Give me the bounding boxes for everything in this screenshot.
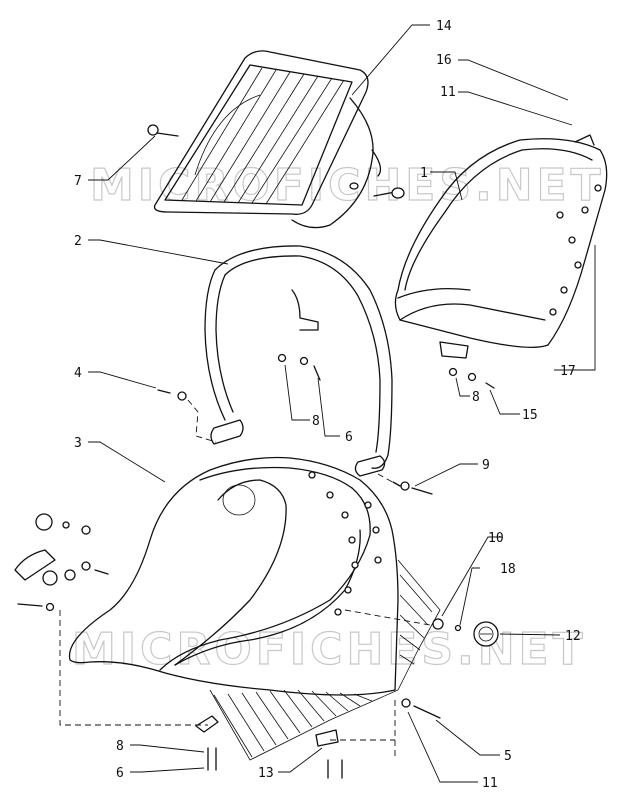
rack-bolt-part [373, 187, 405, 199]
callout-18: 18 [500, 562, 516, 577]
callout-3: 3 [74, 436, 82, 451]
callout-11-bottom: 11 [482, 776, 498, 791]
luggage-rack-part [153, 50, 382, 229]
callout-1: 1 [420, 166, 428, 181]
watermark-bottom: MICROFICHES.NET [72, 624, 587, 675]
callout-8-middle: 8 [312, 414, 320, 429]
assembly-guide-lines [59, 399, 431, 760]
callout-15: 15 [522, 408, 538, 423]
callout-10: 10 [488, 531, 504, 546]
callout-6-middle: 6 [345, 430, 353, 445]
callout-4: 4 [74, 366, 82, 381]
leader-lines [88, 24, 596, 783]
frame-hardware [157, 353, 495, 401]
callout-6-bottom: 6 [116, 766, 124, 781]
callout-8-right: 8 [472, 390, 480, 405]
passenger-seat-part [394, 134, 608, 359]
passenger-backrest-frame-part [204, 245, 393, 477]
callout-7: 7 [74, 174, 82, 189]
callout-2: 2 [74, 234, 82, 249]
rack-pin-part [147, 124, 179, 137]
callout-9: 9 [482, 458, 490, 473]
seat-medallion-part [432, 618, 499, 647]
callout-14: 14 [436, 19, 452, 34]
callout-16: 16 [436, 53, 452, 68]
front-mount-hardware [14, 513, 109, 612]
callout-5: 5 [504, 749, 512, 764]
callout-11-top: 11 [440, 85, 456, 100]
callout-13: 13 [258, 766, 274, 781]
rider-seat-part [68, 456, 441, 761]
callout-12: 12 [565, 629, 581, 644]
callout-8-bottom: 8 [116, 739, 124, 754]
rear-mount-hardware [195, 481, 441, 779]
callout-17: 17 [560, 364, 576, 379]
